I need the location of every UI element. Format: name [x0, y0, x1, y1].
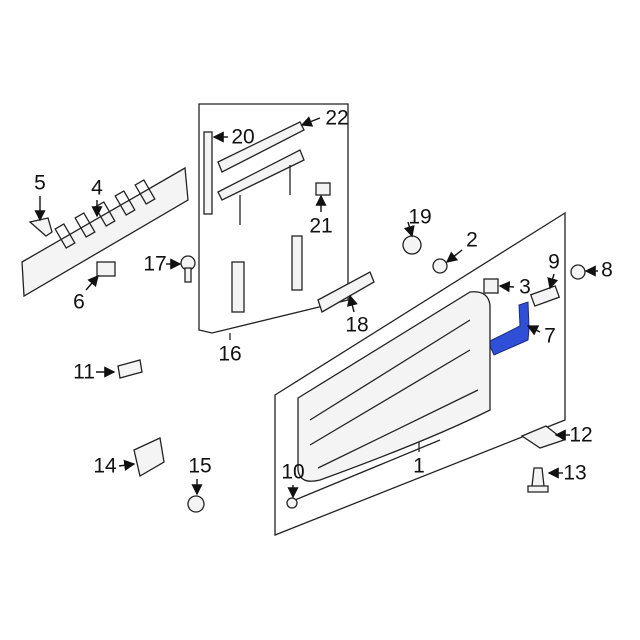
callout-11: 11 [73, 360, 95, 384]
callout-8: 8 [601, 258, 613, 282]
callout-10: 10 [281, 460, 305, 484]
part-1-tailgate [297, 291, 491, 482]
callout-17: 17 [143, 252, 167, 276]
part-12-bracket [520, 425, 566, 449]
part-22-bar [217, 121, 305, 173]
part-8-clip [570, 264, 586, 280]
leader-arrows [34, 116, 598, 499]
part-4-panel [21, 166, 189, 298]
callout-15: 15 [188, 454, 212, 478]
callout-6: 6 [73, 290, 85, 314]
callout-13: 13 [563, 461, 587, 485]
callout-7: 7 [544, 324, 556, 348]
part-5-pin [28, 217, 53, 237]
group-box-1 [274, 211, 566, 536]
part-11-rivet [117, 359, 143, 379]
callout-19: 19 [408, 205, 432, 229]
callout-1: 1 [413, 454, 425, 478]
part-21-clip [315, 182, 331, 196]
callout-3: 3 [519, 275, 531, 299]
part-7-hinge-bracket [487, 301, 530, 356]
callout-22: 22 [325, 106, 349, 130]
callout-14: 14 [93, 454, 117, 478]
callout-20: 20 [231, 125, 255, 149]
part-2-screw [432, 258, 448, 274]
part-9-bolt [529, 285, 561, 307]
part-13-pin [527, 467, 549, 493]
part-18-bracket [317, 271, 375, 313]
part-10-rod-end [286, 497, 298, 509]
callout-5: 5 [34, 171, 46, 195]
part-14-latch [133, 437, 165, 478]
part-3-nut [483, 278, 499, 294]
callout-21: 21 [309, 214, 333, 238]
part-20-strut [203, 131, 213, 215]
part-15-bolt [187, 495, 205, 513]
callout-16: 16 [218, 342, 242, 366]
callout-9: 9 [548, 250, 560, 274]
part-19-grommet [402, 235, 422, 255]
part-6-clip [96, 261, 116, 277]
callout-2: 2 [466, 228, 478, 252]
group-box-16 [198, 103, 349, 334]
callout-4: 4 [91, 176, 103, 200]
callout-18: 18 [345, 313, 369, 337]
callout-12: 12 [569, 423, 593, 447]
